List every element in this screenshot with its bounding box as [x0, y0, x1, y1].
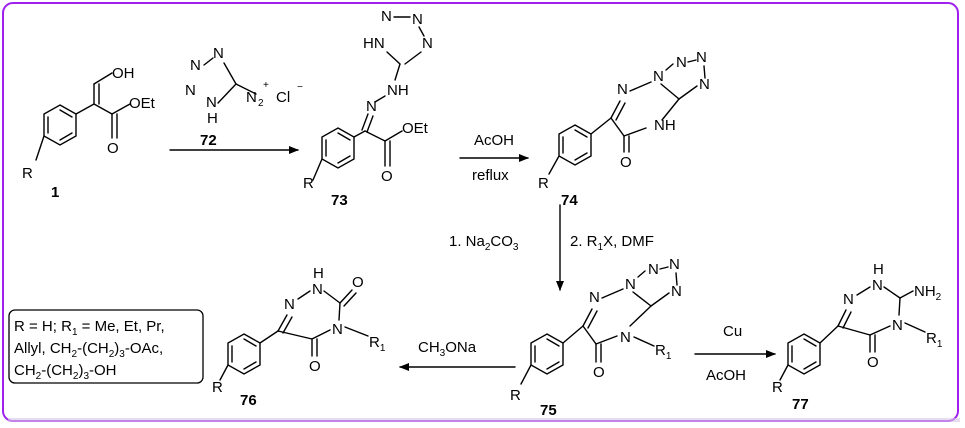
atom-N: N — [625, 276, 636, 293]
condition-step1: 1. Na2CO3 — [449, 233, 519, 253]
legend-line-3: CH2-(CH2)3-OH — [14, 362, 117, 382]
atom-R: R — [510, 387, 521, 404]
atom-R: R — [212, 379, 223, 396]
atom-N: N — [381, 8, 392, 25]
atom-O: O — [593, 364, 605, 381]
atom-N: N — [190, 57, 201, 74]
atom-N: N — [892, 317, 903, 334]
compound-73: N N N HN NH N R O OEt 73 — [303, 8, 433, 209]
atom-charge-minus: − — [297, 82, 303, 93]
atom-N: N — [653, 68, 664, 85]
atom-N: N — [676, 54, 687, 71]
atom-diazonium: N — [246, 89, 257, 106]
compound-74: N N N N N NH O R 74 — [538, 49, 710, 209]
atom-OH: OH — [112, 65, 135, 82]
substituent-legend: R = H; R1 = Me, Et, Pr, Allyl, CH2-(CH2)… — [8, 309, 204, 384]
atom-chloride: Cl — [276, 89, 290, 106]
atom-N: N — [213, 45, 224, 62]
atom-N: N — [620, 329, 631, 346]
atom-N: N — [185, 82, 196, 99]
atom-R1: R1 — [655, 342, 672, 362]
atom-N: N — [332, 321, 343, 338]
atom-H: H — [313, 265, 324, 282]
condition-acoh: AcOH — [474, 132, 514, 149]
atom-charge-plus: + — [263, 80, 269, 91]
atom-R1: R1 — [369, 334, 386, 354]
atom-N: N — [669, 256, 680, 273]
condition-ch3ona: CH3ONa — [418, 339, 477, 359]
atom-O: O — [309, 358, 321, 375]
atom-N: N — [422, 35, 433, 52]
atom-H: H — [873, 261, 884, 278]
compound-number-75: 75 — [540, 402, 557, 419]
atom-N: N — [617, 81, 628, 98]
atom-O: O — [381, 168, 393, 185]
compound-number-76: 76 — [240, 392, 257, 409]
atom-HN: HN — [363, 35, 385, 52]
compound-number-77: 77 — [792, 396, 809, 413]
atom-O: O — [620, 154, 632, 171]
atom-NH2: NH2 — [914, 283, 942, 303]
atom-N: N — [696, 49, 707, 66]
frame-shadow — [8, 418, 960, 422]
atom-N: N — [671, 283, 682, 300]
compound-1: R OH O OEt 1 — [22, 65, 156, 201]
compound-77: H N N NH2 N R1 O R 77 — [772, 261, 943, 413]
compound-72: N N N N H N 2 + Cl − 72 — [185, 45, 303, 149]
atom-N: N — [366, 98, 377, 115]
atom-R1: R1 — [926, 330, 943, 350]
compound-number-1: 1 — [51, 184, 59, 201]
condition-acoh-2: AcOH — [706, 367, 746, 384]
atom-N: N — [589, 289, 600, 306]
compound-number-73: 73 — [331, 192, 348, 209]
legend-line-1: R = H; R1 = Me, Et, Pr, — [14, 318, 165, 338]
atom-R: R — [22, 165, 33, 182]
condition-step2: 2. R1X, DMF — [570, 233, 654, 253]
compound-number-72: 72 — [200, 132, 217, 149]
atom-R: R — [538, 175, 549, 192]
atom-OEt: OEt — [402, 120, 429, 137]
compound-76: H N N O N R1 O R 76 — [212, 265, 386, 409]
atom-R: R — [303, 175, 314, 192]
atom-OEt: OEt — [129, 95, 156, 112]
atom-N: N — [312, 281, 323, 298]
atom-N: N — [843, 291, 854, 308]
atom-NH: NH — [387, 82, 409, 99]
legend-line-2: Allyl, CH2-(CH2)3-OAc, — [14, 340, 163, 360]
atom-O: O — [352, 274, 364, 291]
compound-75: N N N N N N R1 O R 75 — [510, 256, 682, 419]
condition-cu: Cu — [723, 323, 742, 340]
atom-O: O — [867, 354, 879, 371]
atom-O: O — [107, 140, 119, 157]
atom-NH: NH — [654, 117, 676, 134]
atom-subscript: 2 — [258, 98, 264, 109]
atom-N: N — [699, 76, 710, 93]
legend-box — [8, 309, 204, 384]
atom-N: N — [284, 296, 295, 313]
atom-R: R — [772, 379, 783, 396]
atom-N: N — [648, 261, 659, 278]
atom-N: N — [412, 11, 423, 28]
condition-reflux: reflux — [472, 167, 509, 184]
compound-number-74: 74 — [561, 192, 578, 209]
atom-H: H — [207, 110, 218, 127]
atom-N: N — [872, 277, 883, 294]
atom-N: N — [206, 94, 217, 111]
